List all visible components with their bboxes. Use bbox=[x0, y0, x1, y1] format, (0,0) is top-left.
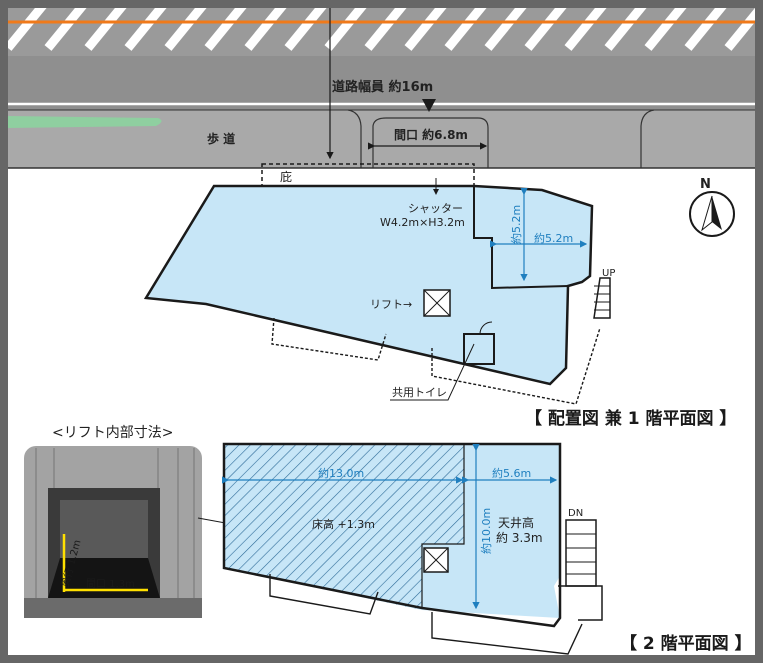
toilet-label: 共用トイレ bbox=[392, 386, 447, 399]
floor2-right-width-dim: 約5.6m bbox=[492, 466, 531, 480]
sidewalk-label: 歩 道 bbox=[207, 131, 235, 146]
floor1-title: 【 配置図 兼 1 階平面図 】 bbox=[525, 408, 736, 429]
floor2-plan bbox=[222, 442, 603, 655]
canopy-label: 庇 bbox=[280, 169, 292, 184]
dn-label: DN bbox=[568, 508, 583, 519]
floor1-plan bbox=[143, 163, 611, 405]
floor-height-label: 床高 +1.3m bbox=[312, 517, 375, 531]
shutter-size: W4.2m×H3.2m bbox=[380, 216, 465, 229]
lift-width-label: 間口 1.3m bbox=[86, 578, 135, 590]
floor1-width-dim: 約5.2m bbox=[534, 231, 573, 245]
floor2-title: 【 2 階平面図 】 bbox=[620, 633, 752, 654]
lift-label: リフト→ bbox=[370, 298, 412, 311]
lift-photo-caption: <リフト内部寸法> bbox=[52, 425, 173, 441]
road-center-marker bbox=[422, 99, 436, 112]
floor2-depth-dim: 約10.0m bbox=[479, 508, 493, 554]
compass-icon bbox=[689, 191, 735, 237]
compass-north-label: N bbox=[700, 177, 711, 192]
ceiling-height-value: 約 3.3m bbox=[496, 530, 543, 545]
ceiling-height-label: 天井高 bbox=[498, 515, 534, 530]
frontage-label: 間口 約6.8m bbox=[394, 127, 468, 142]
floor-plan-drawing: 道路幅員 約16m 歩 道 間口 約6.8m 庇 シャッター W4.2m×H3.… bbox=[8, 8, 755, 655]
floor1-depth-dim: 約5.2m bbox=[509, 205, 523, 244]
road bbox=[8, 8, 755, 169]
shutter-label: シャッター bbox=[408, 202, 463, 215]
lift-interior-photo bbox=[24, 446, 202, 618]
up-label: UP bbox=[602, 268, 615, 279]
road-width-label: 道路幅員 約16m bbox=[332, 79, 433, 95]
floor2-left-width-dim: 約13.0m bbox=[318, 466, 364, 480]
